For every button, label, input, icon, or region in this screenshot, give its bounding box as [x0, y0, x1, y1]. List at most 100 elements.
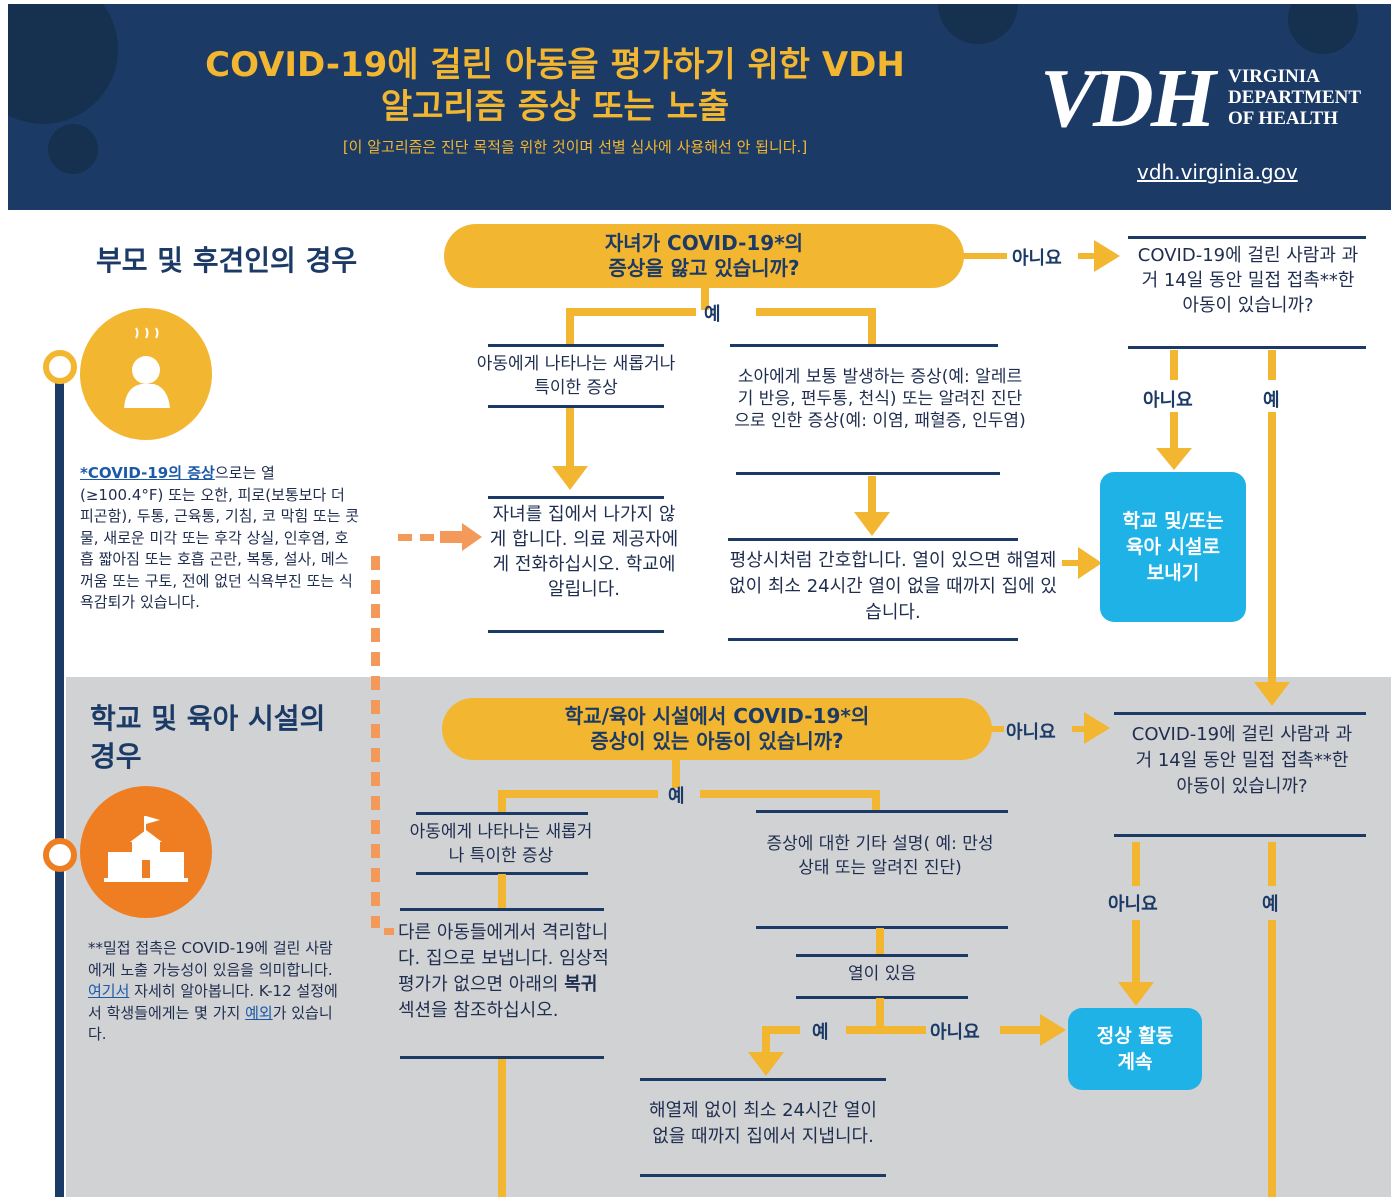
virus-decoration-icon	[8, 4, 118, 124]
connector	[990, 726, 1004, 732]
connector	[1268, 412, 1276, 684]
divider	[416, 872, 588, 875]
connector	[498, 1059, 506, 1197]
connector	[846, 1026, 926, 1034]
divider	[1128, 236, 1366, 239]
rail-node	[43, 350, 77, 384]
yes-label: 예	[812, 1022, 829, 1043]
parents-section-title: 부모 및 후견인의 경우	[96, 244, 358, 277]
divider	[796, 954, 968, 957]
arrow-down-icon	[552, 466, 588, 490]
connector	[1132, 842, 1140, 886]
connector	[498, 790, 658, 798]
exceptions-link[interactable]: 예외	[245, 1003, 273, 1022]
connector	[1078, 253, 1098, 259]
arrow-right-icon	[1078, 547, 1102, 579]
vdh-logo: VDH	[1040, 52, 1216, 145]
divider	[796, 996, 968, 999]
connector	[876, 928, 884, 954]
connector	[566, 308, 574, 344]
divider	[736, 472, 1000, 475]
dashed-connector	[398, 534, 412, 541]
virus-decoration-icon	[1288, 4, 1358, 54]
vdh-org-name: VIRGINIA DEPARTMENT OF HEALTH	[1228, 66, 1362, 129]
virus-decoration-icon	[48, 124, 98, 174]
connector	[868, 308, 876, 344]
connector	[872, 790, 880, 810]
arrow-right-icon	[1094, 240, 1120, 272]
connector	[701, 288, 709, 310]
arrow-down-icon	[1254, 682, 1290, 706]
connector	[762, 1026, 800, 1034]
here-link[interactable]: 여기서	[88, 982, 130, 1000]
arrow-right-icon	[440, 523, 482, 551]
connector	[962, 253, 1007, 259]
arrow-down-icon	[1156, 448, 1192, 470]
connector	[1268, 842, 1276, 886]
connector	[498, 874, 506, 908]
no-label: 아니요	[1108, 894, 1158, 915]
arrow-down-icon	[748, 1052, 784, 1076]
connector	[1072, 726, 1086, 732]
yes-label: 예	[668, 786, 685, 807]
no-label: 아니요	[1012, 248, 1062, 269]
close-contact-question: COVID-19에 걸린 사람과 과거 14일 동안 밀접 접촉**한 아동이 …	[1137, 245, 1359, 316]
rail-node	[43, 838, 77, 872]
divider	[488, 405, 664, 408]
divider	[640, 1078, 886, 1081]
divider	[756, 926, 1008, 929]
header-banner	[8, 4, 1391, 210]
divider	[1114, 712, 1366, 715]
vdh-website-link[interactable]: vdh.virginia.gov	[1137, 160, 1298, 184]
divider	[640, 1174, 886, 1177]
connector	[566, 408, 574, 468]
connector	[1000, 1026, 1044, 1034]
school-building-icon	[80, 786, 212, 918]
connector	[1062, 560, 1082, 566]
symptom-footnote: *COVID-19의 증상으로는 열 (≥100.4°F) 또는 오한, 피로(…	[80, 464, 360, 611]
divider	[400, 1056, 604, 1059]
divider	[756, 810, 1008, 813]
sick-child-icon	[80, 308, 212, 440]
other-explanation-text: 증상에 대한 기타 설명( 예: 만성 상태 또는 알려진 진단)	[766, 834, 994, 878]
divider	[728, 538, 1018, 541]
no-label: 아니요	[1143, 390, 1193, 411]
fever-question: 열이 있음	[848, 964, 916, 984]
arrow-down-icon	[1118, 982, 1154, 1006]
usual-symptom-text: 소아에게 보통 발생하는 증상(예: 알레르기 반응, 편두통, 천식) 또는 …	[734, 367, 1026, 431]
arrow-down-icon	[854, 512, 890, 536]
new-symptom-text: 아동에게 나타나는 새롭거나 특이한 증상	[476, 354, 676, 398]
dashed-connector	[420, 534, 434, 541]
divider	[1128, 346, 1366, 349]
connector	[762, 1026, 770, 1056]
connector	[1268, 920, 1276, 1197]
no-label: 아니요	[1006, 722, 1056, 743]
isolate-instruction: 다른 아동들에게서 격리합니다. 집으로 보냅니다. 임상적 평가가 없으면 아…	[398, 922, 609, 1021]
connector	[1170, 350, 1178, 380]
connector	[566, 308, 696, 316]
stay-home-instruction: 자녀를 집에서 나가지 않게 합니다. 의료 제공자에게 전화하십시오. 학교에…	[489, 504, 679, 600]
send-to-school-result: 학교 및/또는 육아 시설로 보내기	[1100, 472, 1246, 622]
yes-label: 예	[1263, 390, 1280, 411]
care-normal-instruction: 평상시처럼 간호합니다. 열이 있으면 해열제 없이 최소 24시간 열이 없을…	[729, 550, 1057, 623]
dashed-connector	[371, 556, 380, 928]
covid-symptoms-link[interactable]: *COVID-19의 증상	[80, 464, 215, 482]
divider	[416, 812, 588, 815]
divider	[730, 344, 998, 347]
connector	[876, 998, 884, 1028]
page-title: COVID-19에 걸린 아동을 평가하기 위한 VDH 알고리즘 증상 또는 …	[205, 45, 905, 127]
connector	[700, 790, 880, 798]
connector	[672, 760, 680, 788]
no-label: 아니요	[930, 1022, 980, 1043]
divider	[488, 344, 664, 347]
timeline-rail	[55, 362, 64, 1197]
school-section-background	[66, 677, 1391, 1197]
close-contact-question: COVID-19에 걸린 사람과 과거 14일 동안 밀접 접촉**한 아동이 …	[1131, 724, 1353, 797]
connector	[1170, 412, 1178, 450]
connector	[1268, 350, 1276, 380]
yes-label: 예	[1262, 894, 1279, 915]
home-24h-instruction: 해열제 없이 최소 24시간 열이 없을 때까지 집에서 지냅니다.	[649, 1100, 877, 1147]
dashed-connector	[384, 928, 394, 935]
